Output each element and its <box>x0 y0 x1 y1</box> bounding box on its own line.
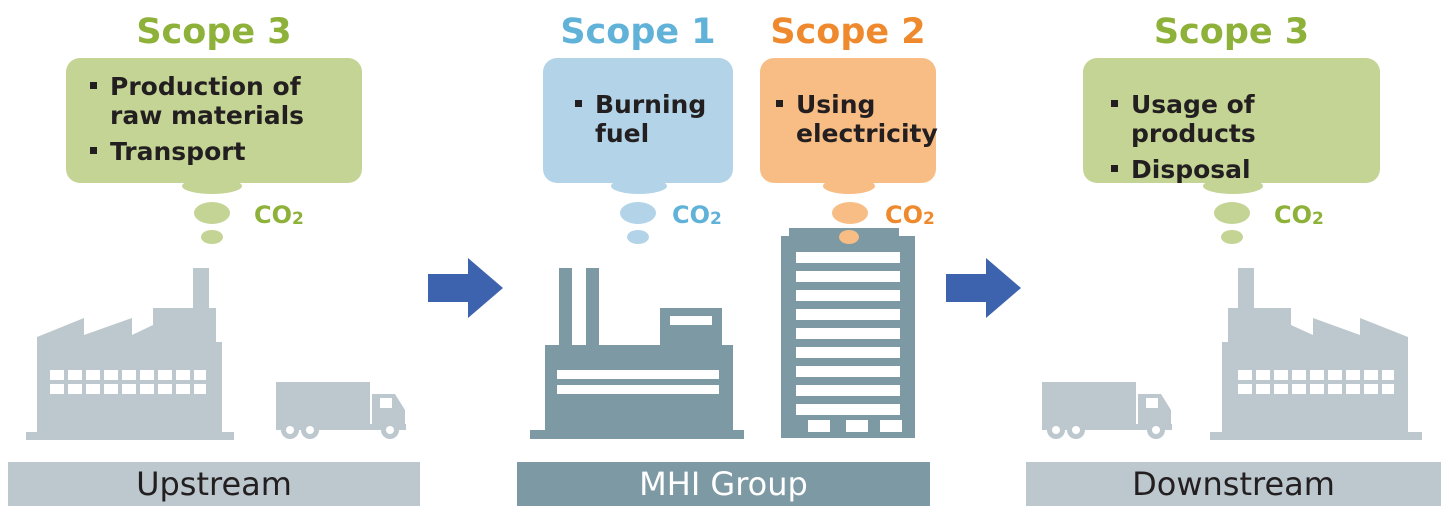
mhi-label: MHI Group <box>639 465 808 503</box>
thought-puff <box>201 230 223 244</box>
downstream-label: Downstream <box>1132 465 1335 503</box>
thought-puff <box>182 178 242 194</box>
upstream-label-bar: Upstream <box>8 462 420 506</box>
scope2-title: Scope 2 <box>770 12 926 52</box>
flow-arrow-icon <box>428 258 503 318</box>
upstream-scope-title: Scope 3 <box>136 12 292 52</box>
downstream-co2-label: CO2 <box>1274 201 1324 229</box>
thought-puff <box>1221 230 1243 244</box>
scope2-item-list: Using electricity <box>774 90 938 148</box>
thought-puff <box>194 202 230 224</box>
downstream-scope-title: Scope 3 <box>1153 12 1310 52</box>
thought-puff <box>839 230 859 244</box>
upstream-thought-bubble: Production of raw materials Transport <box>66 58 362 183</box>
upstream-truck-icon <box>276 382 406 439</box>
downstream-factory-icon <box>1210 268 1422 440</box>
thought-puff <box>620 202 656 224</box>
scope1-item-list: Burning fuel <box>573 90 723 148</box>
upstream-item-list: Production of raw materials Transport <box>88 72 352 166</box>
thought-puff <box>611 178 667 194</box>
downstream-truck-icon <box>1042 382 1172 439</box>
thought-puff <box>832 202 868 224</box>
mhi-label-bar: MHI Group <box>517 462 930 506</box>
scope2-item: Using electricity <box>774 90 938 148</box>
upstream-item: Transport <box>88 137 352 166</box>
scope1-item: Burning fuel <box>573 90 723 148</box>
scope1-title: Scope 1 <box>560 12 716 52</box>
downstream-item: Usage of products <box>1109 90 1372 148</box>
thought-puff <box>823 178 875 194</box>
thought-puff <box>627 230 649 244</box>
thought-puff <box>1203 178 1263 194</box>
downstream-thought-bubble: Usage of products Disposal <box>1083 58 1380 184</box>
scope1-co2-label: CO2 <box>672 201 722 229</box>
upstream-item: Production of raw materials <box>88 72 352 130</box>
upstream-factory-icon <box>26 268 234 440</box>
downstream-item-list: Usage of products Disposal <box>1109 90 1372 184</box>
office-building-icon <box>781 228 915 438</box>
flow-arrow-icon <box>946 258 1021 318</box>
scope1-thought-bubble: Burning fuel <box>543 58 733 183</box>
mhi-factory-icon <box>530 268 744 439</box>
scope2-co2-label: CO2 <box>885 201 935 229</box>
upstream-label: Upstream <box>136 465 292 503</box>
scope2-thought-bubble: Using electricity <box>760 58 938 183</box>
thought-puff <box>1214 202 1250 224</box>
downstream-label-bar: Downstream <box>1026 462 1441 506</box>
upstream-co2-label: CO2 <box>254 201 304 229</box>
